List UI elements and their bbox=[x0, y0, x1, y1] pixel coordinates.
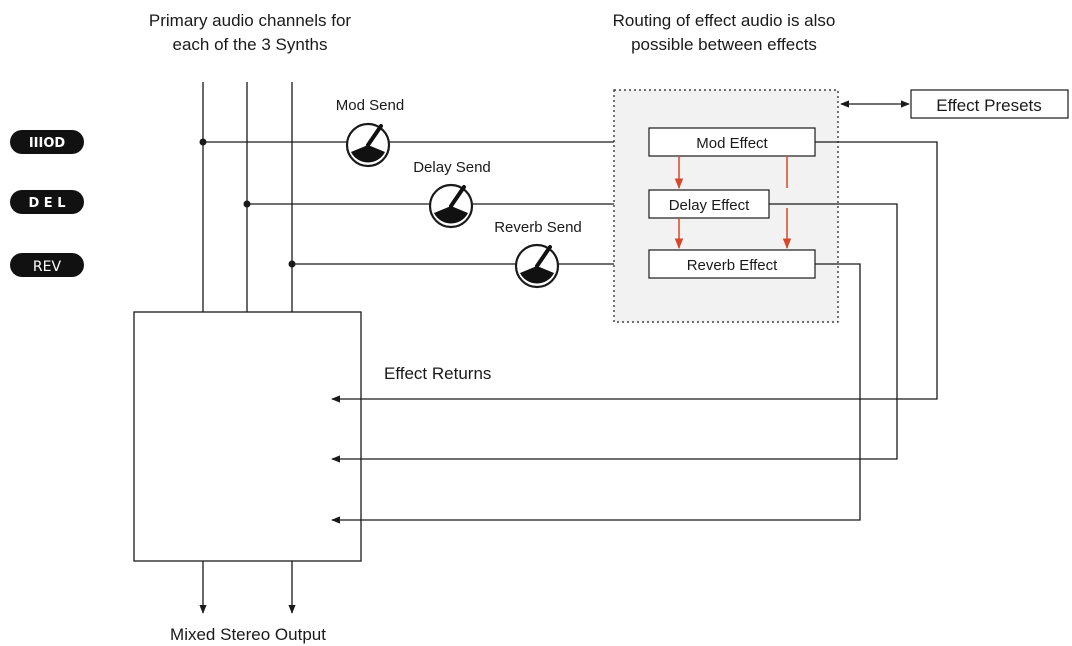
rev-logo-badge: REV bbox=[10, 253, 84, 277]
reverb-send-label: Reverb Send bbox=[494, 219, 582, 236]
effect-returns-label: Effect Returns bbox=[384, 364, 491, 383]
reverb-return-line bbox=[331, 263, 861, 524]
del-badge-text: D E L bbox=[28, 196, 65, 211]
rev-badge-text: REV bbox=[33, 259, 62, 275]
effect-presets-label: Effect Presets bbox=[936, 96, 1042, 115]
delay-effect-box[interactable]: Delay Effect bbox=[648, 189, 770, 219]
mod-send-knob[interactable] bbox=[345, 122, 391, 168]
mod-send-label: Mod Send bbox=[336, 97, 404, 114]
header-left-line-2: each of the 3 Synths bbox=[173, 35, 328, 54]
header-right-line-1: Routing of effect audio is also bbox=[613, 11, 836, 30]
mod-badge-text: IIIOD bbox=[29, 136, 66, 151]
reverb-effect-label: Reverb Effect bbox=[687, 257, 778, 274]
delay-send-label: Delay Send bbox=[413, 159, 491, 176]
header-right-line-2: possible between effects bbox=[631, 35, 817, 54]
delay-send-knob[interactable] bbox=[428, 183, 474, 229]
del-logo-badge: D E L bbox=[10, 190, 84, 214]
reverb-send-knob[interactable] bbox=[514, 243, 560, 289]
mod-effect-box[interactable]: Mod Effect bbox=[648, 127, 816, 157]
delay-effect-label: Delay Effect bbox=[669, 197, 750, 214]
header-left-line-1: Primary audio channels for bbox=[149, 11, 352, 30]
effect-presets-box[interactable]: Effect Presets bbox=[910, 89, 1069, 119]
mixed-output-label: Mixed Stereo Output bbox=[170, 625, 326, 644]
mod-return-line bbox=[331, 141, 938, 403]
mixer-box bbox=[133, 311, 362, 562]
mod-logo-badge: IIIOD bbox=[10, 130, 84, 154]
delay-return-line bbox=[331, 203, 898, 463]
reverb-effect-box[interactable]: Reverb Effect bbox=[648, 249, 816, 279]
mod-effect-label: Mod Effect bbox=[696, 135, 768, 152]
